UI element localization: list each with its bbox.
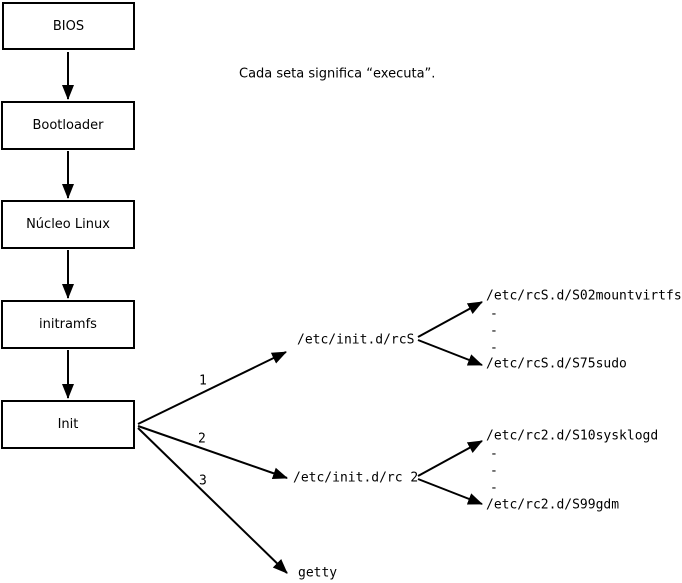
rcS-ellipsis-dash: - [490, 323, 498, 339]
box-nucleo-linux: Núcleo Linux [1, 200, 135, 249]
path-rc2-last-script: /etc/rc2.d/S99gdm [486, 497, 620, 513]
box-init-label: Init [57, 417, 79, 432]
arrow-rcS-to-last [417, 339, 483, 366]
path-rcS-first-script: /etc/rcS.d/S02mountvirtfs [486, 288, 682, 304]
rcS-ellipsis-dash: - [490, 306, 498, 322]
box-bootloader: Bootloader [1, 101, 135, 150]
path-init-d-rc2: /etc/init.d/rc 2 [293, 470, 419, 486]
box-init: Init [1, 400, 135, 449]
rcS-ellipsis-dash: - [490, 340, 498, 356]
path-rcS-last-script: /etc/rcS.d/S75sudo [486, 356, 627, 372]
rc2-ellipsis-dash: - [490, 480, 498, 496]
arrow-init-to-rcS [137, 351, 287, 425]
rc2-ellipsis-dash: - [490, 463, 498, 479]
path-init-d-rcS: /etc/init.d/rcS [297, 332, 415, 348]
box-nucleo-linux-label: Núcleo Linux [26, 217, 110, 232]
arrow-rc2-to-last [417, 478, 483, 505]
box-initramfs-label: initramfs [39, 317, 97, 332]
arrow-label-3: 3 [199, 473, 207, 489]
arrow-label-1: 1 [199, 373, 207, 389]
arrow-init-to-rc2 [137, 425, 288, 480]
arrow-init-to-getty [137, 427, 288, 574]
arrow-rc2-to-first [417, 440, 483, 477]
box-initramfs: initramfs [1, 300, 135, 349]
note-text: Cada seta significa “executa”. [239, 66, 436, 82]
arrow-rcS-to-first [417, 301, 483, 338]
box-bios-label: BIOS [52, 18, 85, 34]
rc2-ellipsis-dash: - [490, 446, 498, 462]
getty-label: getty [298, 565, 338, 581]
box-bios: BIOS [2, 2, 135, 50]
path-rc2-first-script: /etc/rc2.d/S10sysklogd [486, 428, 659, 444]
arrow-label-2: 2 [198, 431, 206, 447]
box-bootloader-label: Bootloader [32, 118, 104, 133]
